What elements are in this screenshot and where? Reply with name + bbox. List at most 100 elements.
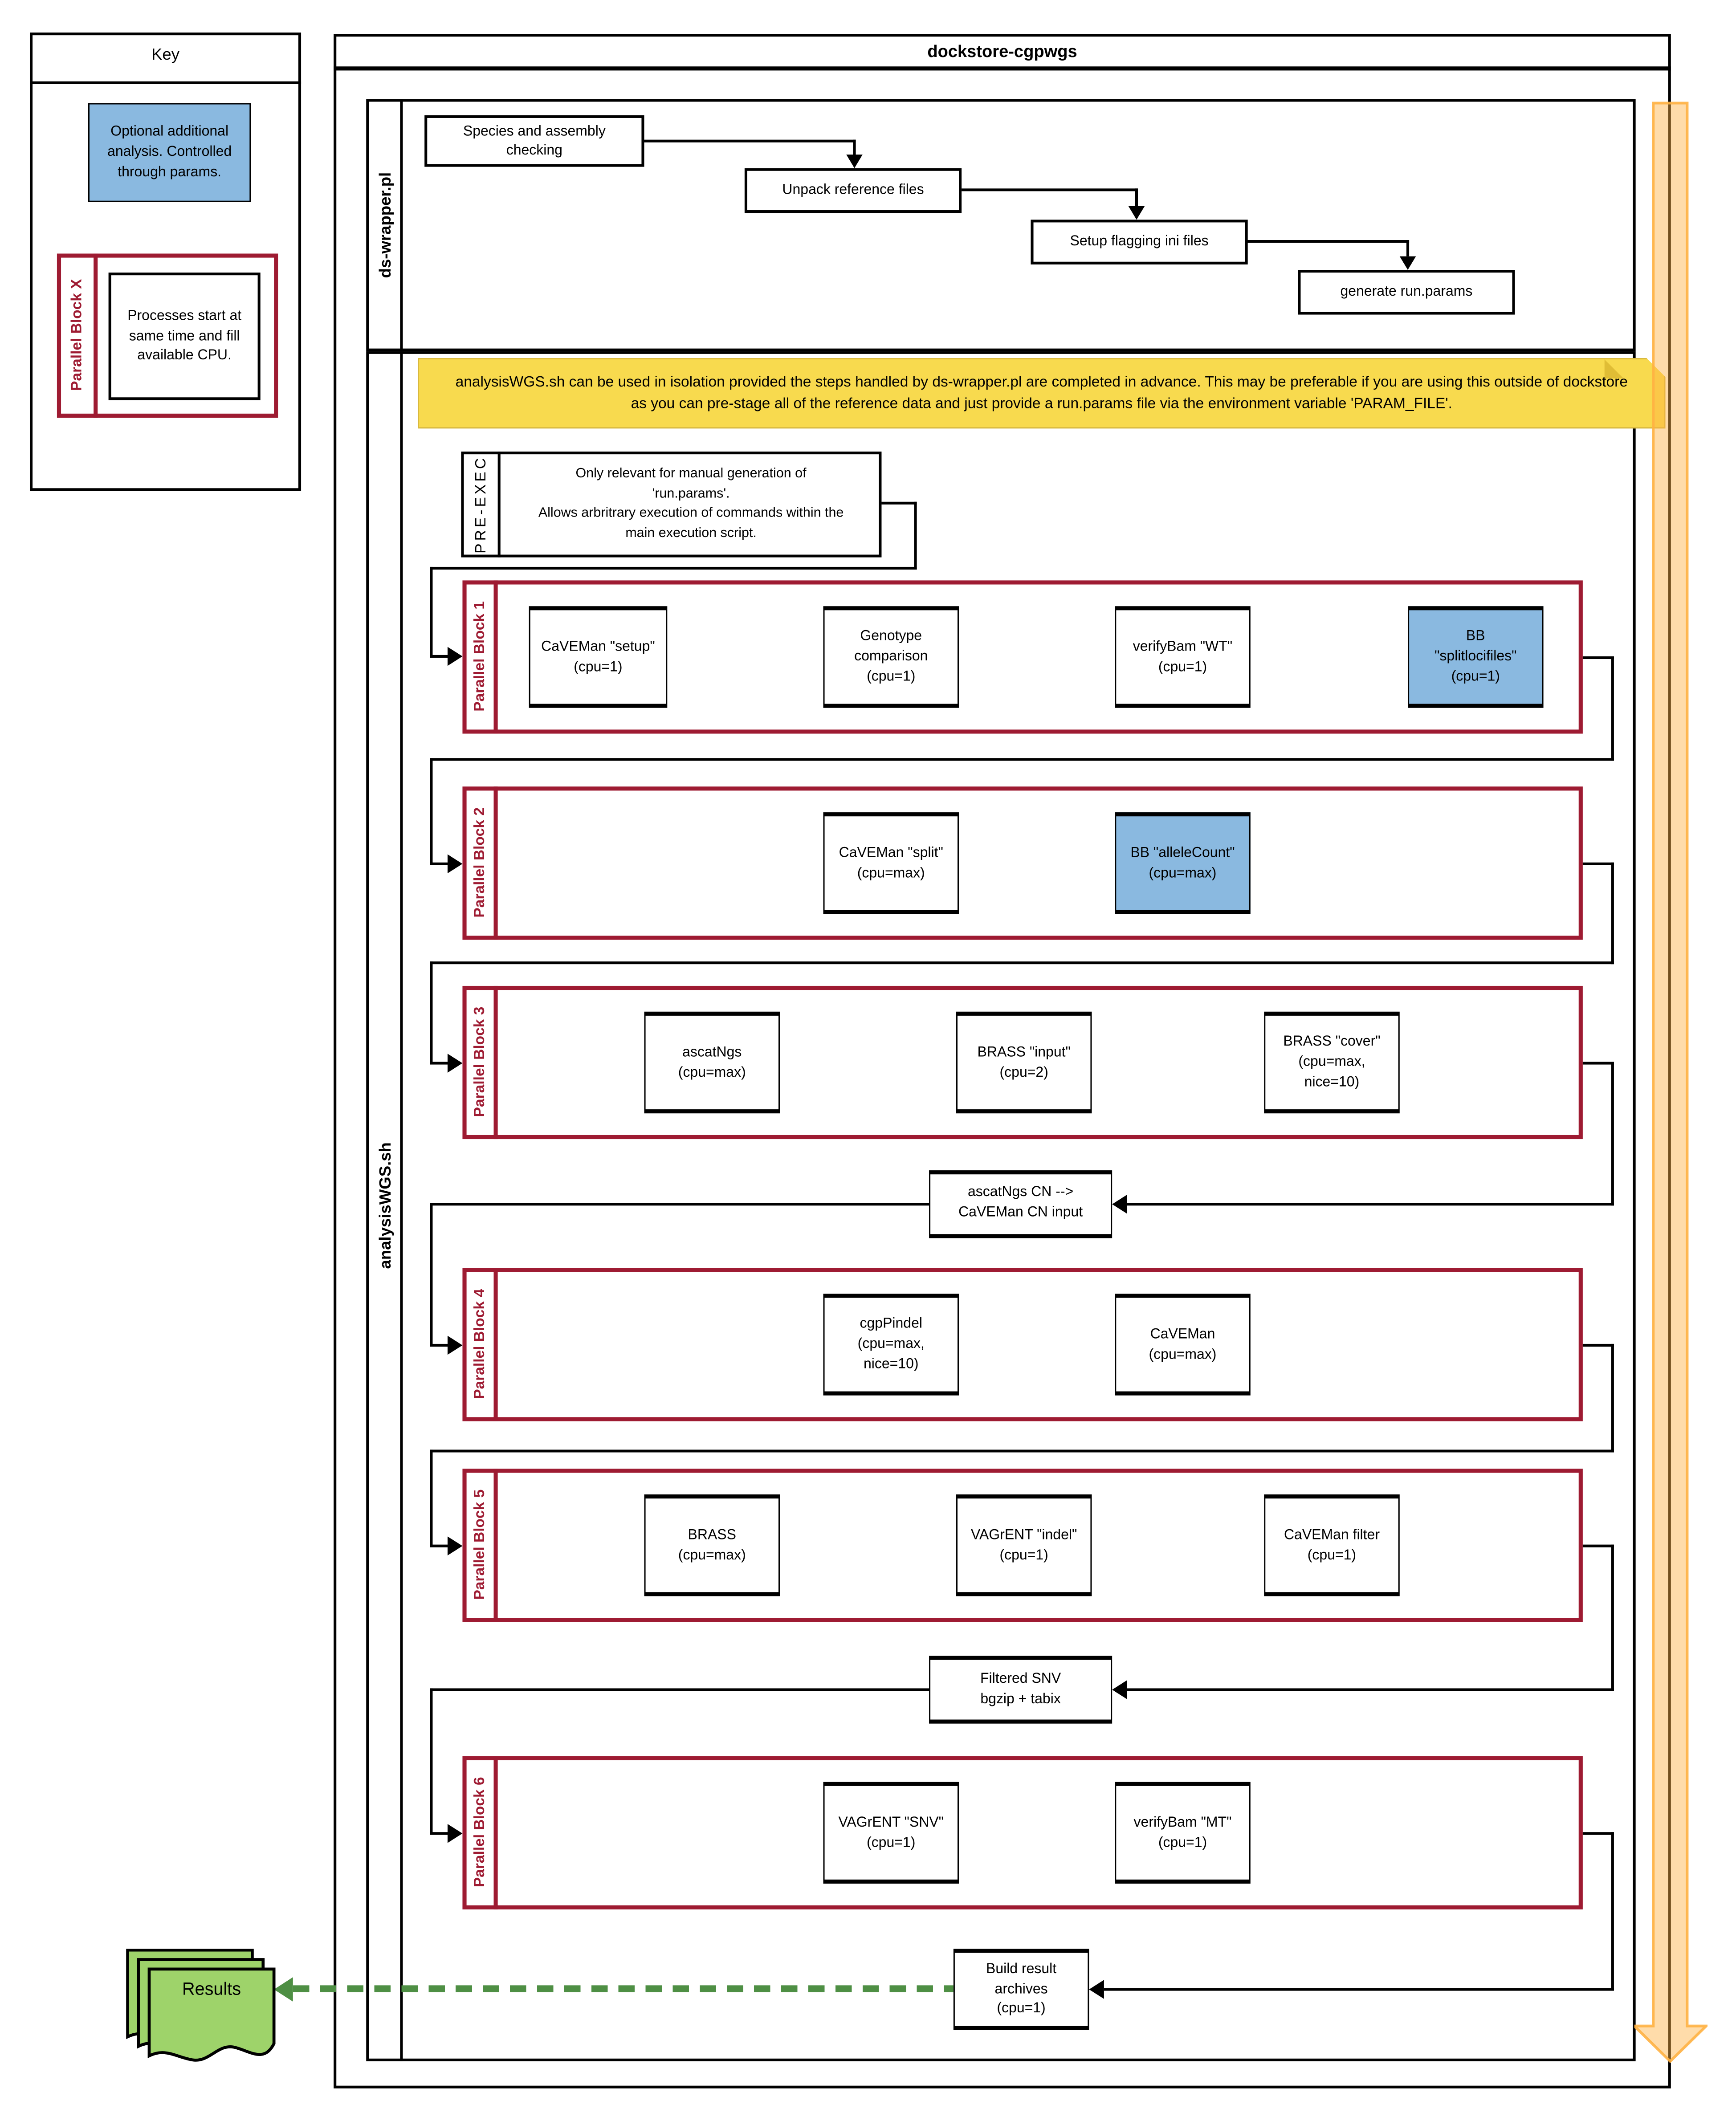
results-documents-icon [126, 1949, 276, 2062]
arrowhead [1112, 1194, 1127, 1213]
flow-line [1127, 1202, 1614, 1205]
arrowhead [845, 155, 862, 168]
title-divider [334, 66, 1671, 70]
analysis-wgs-label-divider [400, 351, 403, 2061]
process-box: VAGrENT "indel" (cpu=1) [956, 1494, 1092, 1596]
key-title-divider [29, 81, 302, 84]
flow-line [430, 1544, 449, 1547]
process-box: Genotype comparison (cpu=1) [823, 606, 959, 708]
pre-exec-box [461, 452, 882, 558]
flow-line [430, 1343, 449, 1346]
parallel-block-2 [462, 786, 1583, 940]
arrowhead [1399, 256, 1415, 270]
flow-line [430, 862, 449, 865]
process-box: BRASS (cpu=max) [644, 1494, 780, 1596]
step-setup-flagging: Setup flagging ini files [1031, 220, 1248, 265]
flow-line [962, 188, 1138, 191]
flow-direction-arrow [1634, 102, 1708, 2064]
parallel-block-6 [462, 1756, 1583, 1909]
filtered-snv-box: Filtered SNV bgzip + tabix [929, 1656, 1113, 1724]
parallel-block-6-label: Parallel Block 6 [472, 1777, 489, 1888]
block-divider [493, 1756, 497, 1909]
process-box: verifyBam "WT" (cpu=1) [1115, 606, 1251, 708]
process-box: VAGrENT "SNV" (cpu=1) [823, 1782, 959, 1884]
flow-line [430, 1449, 1614, 1453]
process-box: verifyBam "MT" (cpu=1) [1115, 1782, 1251, 1884]
flow-line [644, 139, 856, 142]
analysis-note: analysisWGS.sh can be used in isolation … [418, 358, 1666, 428]
results-dashed-line [293, 1985, 954, 1992]
flow-line [1246, 240, 1410, 243]
pre-exec-label: PRE-EXEC [473, 455, 490, 554]
arrowhead [447, 647, 463, 666]
process-box: BRASS "input" (cpu=2) [956, 1011, 1092, 1114]
process-box: cgpPindel (cpu=max, nice=10) [823, 1294, 959, 1396]
flow-line [1611, 1343, 1614, 1452]
key-parallel-label: Parallel Block X [69, 279, 86, 391]
step-species-assembly: Species and assembly checking [424, 115, 644, 167]
flow-line [914, 501, 917, 570]
arrowhead [447, 854, 463, 873]
analysis-wgs-lane-label: analysisWGS.sh [375, 1142, 395, 1269]
flow-line [430, 1202, 929, 1205]
ds-wrapper-label-divider [400, 99, 403, 351]
process-box: ascatNgs (cpu=max) [644, 1011, 780, 1114]
flow-line [430, 1831, 449, 1834]
process-box: CaVEMan (cpu=max) [1115, 1294, 1251, 1396]
block-divider [493, 1268, 497, 1421]
pre-exec-divider [497, 452, 501, 558]
arrowhead [447, 1335, 463, 1354]
parallel-block-2-label: Parallel Block 2 [472, 807, 489, 918]
flow-line [1611, 1831, 1614, 1990]
flow-line [1611, 862, 1614, 964]
flow-line [1582, 655, 1614, 659]
process-box: CaVEMan filter (cpu=1) [1264, 1494, 1400, 1596]
flow-line [430, 1687, 929, 1690]
step-generate-runparams: generate run.params [1298, 270, 1515, 315]
flow-line [1582, 1544, 1614, 1547]
flow-line [1104, 1987, 1614, 1990]
process-box-optional: BB "splitlocifiles" (cpu=1) [1408, 606, 1544, 708]
flow-line [1582, 1343, 1614, 1346]
flow-line [430, 758, 1614, 761]
flow-line [1582, 862, 1614, 865]
flow-line [430, 566, 433, 656]
flow-line [881, 501, 917, 505]
block-divider [493, 786, 497, 940]
diagram-title: dockstore-cgpwgs [927, 42, 1077, 61]
flow-line [430, 758, 433, 864]
flow-line [430, 1449, 433, 1546]
block-divider [493, 1469, 497, 1622]
flow-line [1582, 1831, 1614, 1834]
flow-line [430, 566, 917, 570]
parallel-block-4 [462, 1268, 1583, 1421]
results-arrowhead [274, 1976, 293, 2001]
arrowhead [1112, 1679, 1127, 1699]
process-box: CaVEMan "setup" (cpu=1) [529, 606, 668, 708]
process-box: BRASS "cover" (cpu=max, nice=10) [1264, 1011, 1400, 1114]
key-optional-box: Optional additional analysis. Controlled… [88, 103, 251, 202]
flow-line [1406, 240, 1410, 256]
parallel-block-1-label: Parallel Block 1 [472, 601, 489, 712]
flow-line [430, 1687, 433, 1833]
ascat-cn-box: ascatNgs CN --> CaVEMan CN input [929, 1170, 1113, 1238]
flow-line [1135, 188, 1138, 206]
arrowhead [447, 1053, 463, 1072]
process-box-optional: BB "alleleCount" (cpu=max) [1115, 812, 1251, 914]
key-title: Key [151, 45, 180, 64]
flow-line [430, 1061, 449, 1064]
process-box: CaVEMan "split" (cpu=max) [823, 812, 959, 914]
arrowhead [447, 1535, 463, 1555]
arrowhead [1089, 1979, 1104, 1999]
flow-line [1611, 1061, 1614, 1205]
parallel-block-3-label: Parallel Block 3 [472, 1006, 489, 1117]
flow-line [430, 961, 1614, 965]
pre-exec-text: Only relevant for manual generation of '… [538, 466, 844, 541]
flow-line [1611, 1544, 1614, 1690]
flow-line [1127, 1687, 1614, 1690]
arrowhead [447, 1823, 463, 1843]
key-parallel-divider [94, 253, 97, 418]
key-parallel-desc-box: Processes start at same time and fill av… [108, 273, 261, 400]
flow-line [430, 1202, 433, 1345]
